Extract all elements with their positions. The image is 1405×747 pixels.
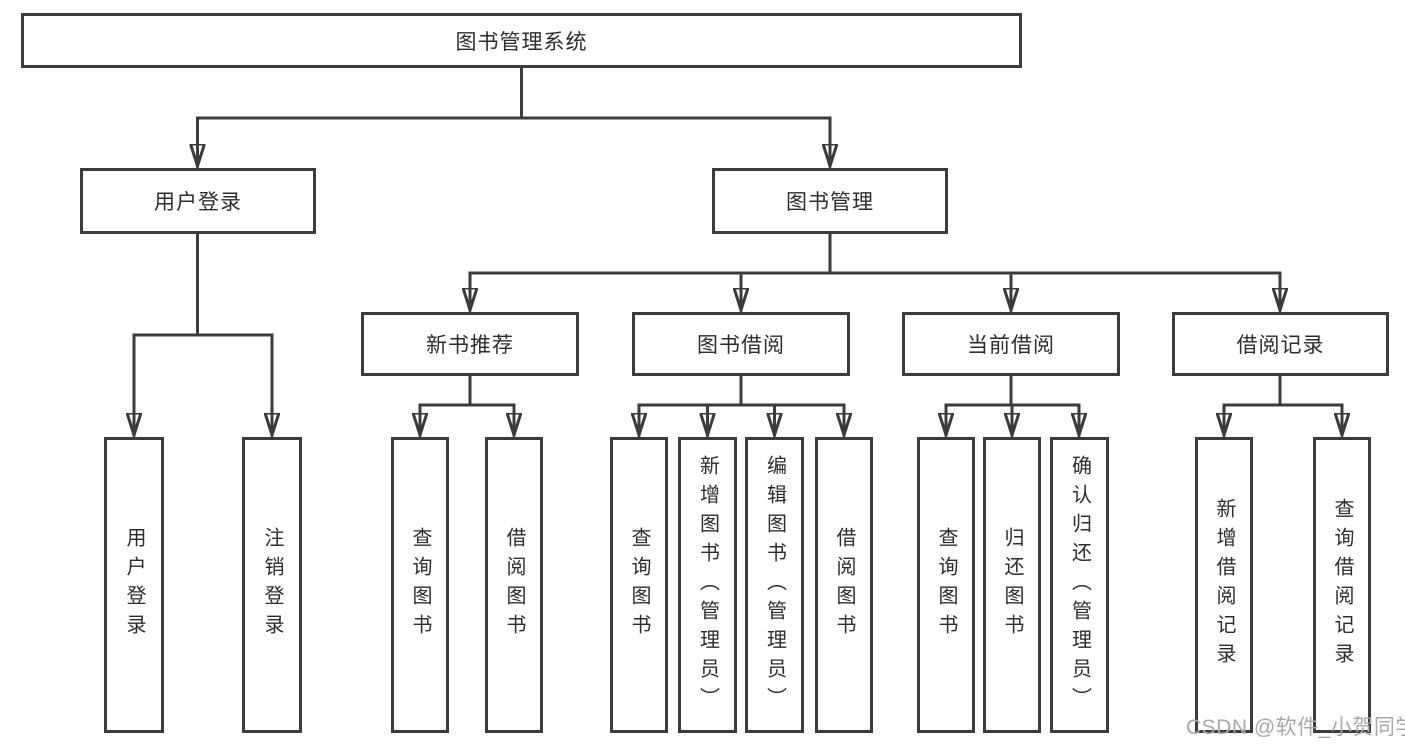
node-new-book-recommend-label: 新书推荐 [426, 334, 514, 357]
node-borrow-records-label: 借阅记录 [1236, 334, 1325, 357]
node-leaf-query-books-recommend-label: 查询图书 [409, 527, 431, 643]
node-leaf-borrow-books-recommend: 借阅图书 [485, 437, 543, 733]
node-new-book-recommend: 新书推荐 [361, 312, 579, 376]
node-leaf-edit-book-admin-label: 编辑图书（管理员） [763, 454, 786, 716]
node-leaf-user-login-label: 用户登录 [123, 527, 145, 643]
node-current-borrowing-label: 当前借阅 [967, 334, 1055, 357]
node-leaf-borrow-books-recommend-label: 借阅图书 [503, 527, 525, 643]
node-book-management: 图书管理 [712, 168, 948, 234]
node-leaf-add-book-admin: 新增图书（管理员） [678, 437, 737, 733]
node-leaf-add-borrow-record: 新增借阅记录 [1195, 437, 1253, 733]
node-leaf-query-books-current-label: 查询图书 [935, 527, 957, 643]
node-leaf-return-books: 归还图书 [983, 437, 1041, 733]
node-leaf-confirm-return-admin: 确认归还（管理员） [1050, 437, 1109, 733]
node-leaf-return-books-label: 归还图书 [1001, 527, 1023, 643]
node-book-borrowing-label: 图书借阅 [697, 334, 785, 357]
node-leaf-add-borrow-record-label: 新增借阅记录 [1213, 498, 1235, 672]
node-borrow-records: 借阅记录 [1172, 312, 1389, 376]
node-root: 图书管理系统 [21, 13, 1022, 68]
node-leaf-edit-book-admin: 编辑图书（管理员） [745, 437, 804, 733]
node-user-login-label: 用户登录 [154, 191, 242, 214]
node-root-label: 图书管理系统 [455, 30, 588, 54]
node-leaf-query-books-current: 查询图书 [917, 437, 975, 733]
node-leaf-borrow-books-label: 借阅图书 [833, 527, 855, 643]
node-leaf-query-books-borrowing: 查询图书 [610, 437, 668, 733]
node-leaf-query-books-borrowing-label: 查询图书 [628, 527, 650, 643]
node-leaf-confirm-return-admin-label: 确认归还（管理员） [1068, 454, 1091, 716]
node-leaf-borrow-books: 借阅图书 [815, 437, 873, 733]
node-leaf-user-login: 用户登录 [104, 437, 164, 733]
node-current-borrowing: 当前借阅 [902, 312, 1120, 376]
node-leaf-logout: 注销登录 [242, 437, 302, 733]
watermark: CSDN @软件_小贺同学 [1186, 716, 1405, 739]
node-leaf-query-borrow-record-label: 查询借阅记录 [1331, 498, 1353, 672]
node-book-management-label: 图书管理 [786, 191, 874, 214]
node-leaf-query-borrow-record: 查询借阅记录 [1313, 437, 1371, 733]
node-leaf-logout-label: 注销登录 [261, 527, 283, 643]
node-leaf-query-books-recommend: 查询图书 [391, 437, 449, 733]
node-user-login: 用户登录 [80, 168, 316, 234]
node-leaf-add-book-admin-label: 新增图书（管理员） [696, 454, 719, 716]
node-book-borrowing: 图书借阅 [632, 312, 850, 376]
